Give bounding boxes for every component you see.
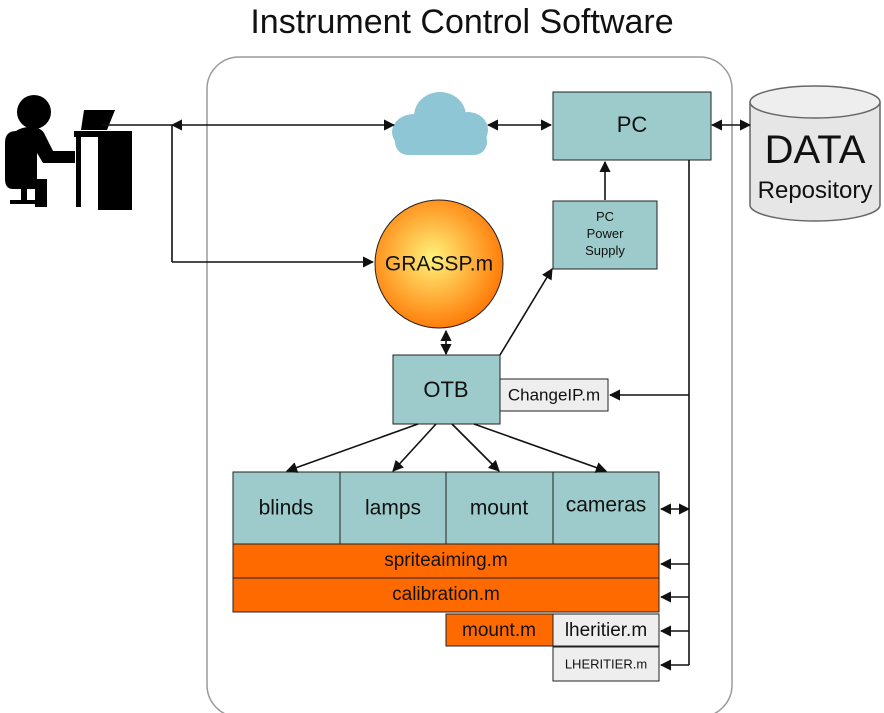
pc-power-supply-box	[552, 200, 658, 270]
lheritier-m-box	[552, 613, 660, 647]
otb-to-cameras-arrow	[473, 423, 608, 473]
blinds-box	[232, 471, 341, 545]
software-container	[206, 56, 733, 713]
lamps-label: lamps	[365, 497, 421, 520]
lheritier-upper-m-box	[552, 646, 660, 682]
lheritier-m-label: lheritier.m	[565, 620, 647, 641]
lamps-box	[339, 471, 447, 545]
diagram-title: Instrument Control Software	[250, 3, 673, 41]
pc-power-supply-line3: Supply	[585, 243, 625, 258]
blinds-label: blinds	[259, 497, 314, 520]
spriteaiming-label: spriteaiming.m	[384, 550, 508, 571]
changeip-label: ChangeIP.m	[508, 385, 600, 404]
changeip-box	[499, 378, 609, 412]
otb-label: OTB	[423, 377, 468, 402]
pc-power-supply-line1: PC	[596, 209, 614, 224]
otb-box	[392, 354, 501, 425]
data-repository-title: DATA	[765, 128, 866, 172]
modules-row: blinds lamps mount cameras	[232, 471, 660, 545]
otb-to-blinds-arrow	[285, 423, 419, 473]
mount-m-bar	[445, 613, 554, 647]
cloud-icon	[392, 92, 488, 155]
database-cylinder-icon	[749, 85, 881, 222]
calibration-bar	[232, 577, 660, 613]
cameras-label: cameras	[566, 494, 647, 517]
grassp-sphere	[374, 199, 504, 329]
otb-to-lamps-arrow	[392, 423, 437, 472]
calibration-label: calibration.m	[392, 584, 500, 605]
pc-box	[552, 91, 712, 161]
spriteaiming-bar	[232, 543, 660, 579]
mount-m-label: mount.m	[462, 620, 536, 641]
otb-to-mount-arrow	[451, 423, 500, 472]
mount-label: mount	[470, 497, 529, 520]
lheritier-upper-m-label: LHERITIER.m	[565, 656, 647, 671]
pc-power-supply-line2: Power	[587, 226, 625, 241]
data-repository-subtitle: Repository	[758, 177, 873, 204]
grassp-label: GRASSP.m	[385, 253, 493, 276]
cameras-box	[552, 471, 660, 545]
otb-to-power-arrow	[499, 268, 553, 356]
connectors	[102, 119, 752, 671]
person-at-computer-icon	[5, 95, 132, 210]
pc-label: PC	[617, 112, 648, 137]
